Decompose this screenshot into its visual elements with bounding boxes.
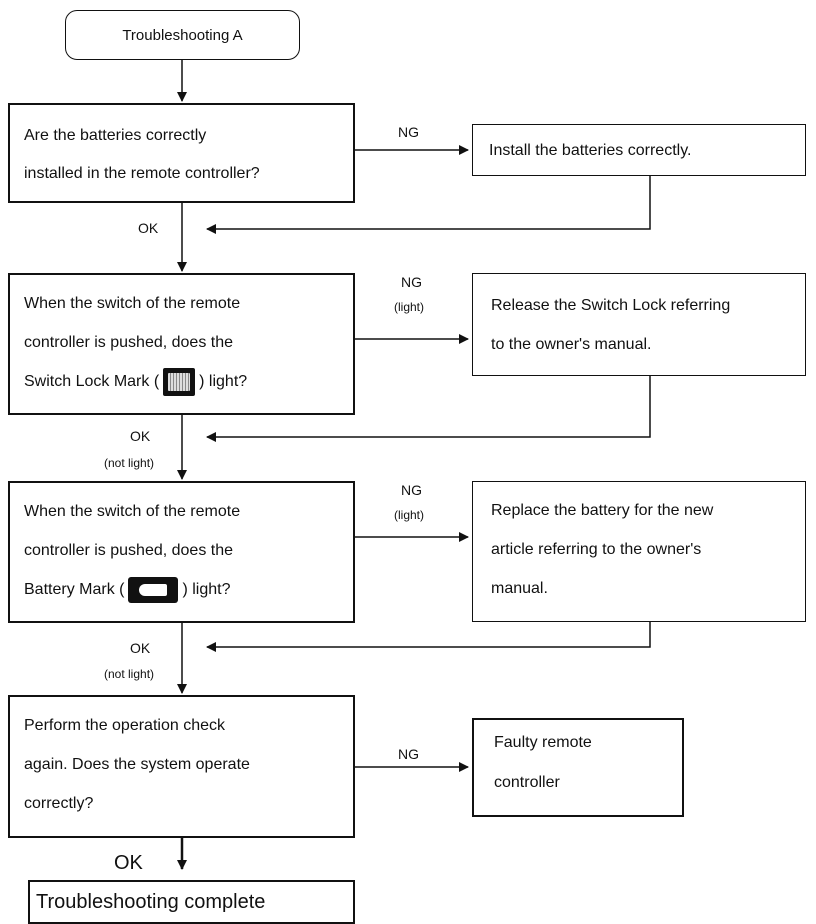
ng-sublabel-2: (light) [394,300,425,314]
action-4-line-2: controller [494,774,560,791]
ok-sublabel-3: (not light) [104,667,155,681]
ng-label-2: NG [401,274,422,290]
question-2-line-1: When the switch of the remote [24,295,241,312]
action-2-line-1: Release the Switch Lock referring [491,297,731,314]
question-3-line-3: Battery Mark ( ) light? [24,571,231,609]
ok-label-4: OK [114,852,143,874]
question-4-line-3: correctly? [24,795,94,812]
question-3-line-1: When the switch of the remote [24,503,241,520]
ng-sublabel-3: (light) [394,508,425,522]
action-4-line-1: Faulty remote [494,734,592,751]
question-4-line-1: Perform the operation check [24,717,225,734]
question-4-line-2: again. Does the system operate [24,756,250,773]
return-line-a2 [206,376,651,442]
battery-mark-icon [128,576,179,603]
ng-label-4: NG [398,746,419,762]
question-box-1: Are the batteries correctly installed in… [8,103,355,203]
ok-sublabel-2: (not light) [104,456,155,470]
return-line-a1 [206,176,651,234]
question-3-line-2: controller is pushed, does the [24,542,234,559]
action-3-line-3: manual. [491,580,548,597]
question-3-line-3-prefix: Battery Mark ( [24,581,125,598]
ok-label-2: OK [130,428,151,444]
action-box-4: Faulty remote controller [472,718,684,817]
ok-label-1: OK [138,220,159,236]
action-3-line-2: article referring to the owner's [491,541,702,558]
end-node: Troubleshooting complete [28,880,355,924]
question-box-4: Perform the operation check again. Does … [8,695,355,838]
return-line-a3 [206,622,651,652]
start-label: Troubleshooting A [122,26,243,44]
action-3-line-1: Replace the battery for the new [491,502,714,519]
ok-label-3: OK [130,640,151,656]
action-2-line-2: to the owner's manual. [491,336,652,353]
action-1-line-1: Install the batteries correctly. [489,142,692,159]
ng-label-3: NG [401,482,422,498]
question-3-line-3-suffix: ) light? [182,581,231,598]
question-2-line-3-prefix: Switch Lock Mark ( [24,373,160,390]
question-2-line-2: controller is pushed, does the [24,334,234,351]
question-box-3: When the switch of the remote controller… [8,481,355,623]
action-box-3: Replace the battery for the new article … [472,481,806,622]
question-1-line-2: installed in the remote controller? [24,165,260,182]
question-2-line-3: Switch Lock Mark ( ) light? [24,363,247,401]
start-node: Troubleshooting A [65,10,300,60]
question-box-2: When the switch of the remote controller… [8,273,355,415]
switch-lock-mark-icon [163,367,196,396]
action-box-1: Install the batteries correctly. [472,124,806,176]
action-box-2: Release the Switch Lock referring to the… [472,273,806,376]
question-1-line-1: Are the batteries correctly [24,127,207,144]
ng-label-1: NG [398,124,419,140]
question-2-line-3-suffix: ) light? [199,373,248,390]
end-label: Troubleshooting complete [36,890,266,913]
